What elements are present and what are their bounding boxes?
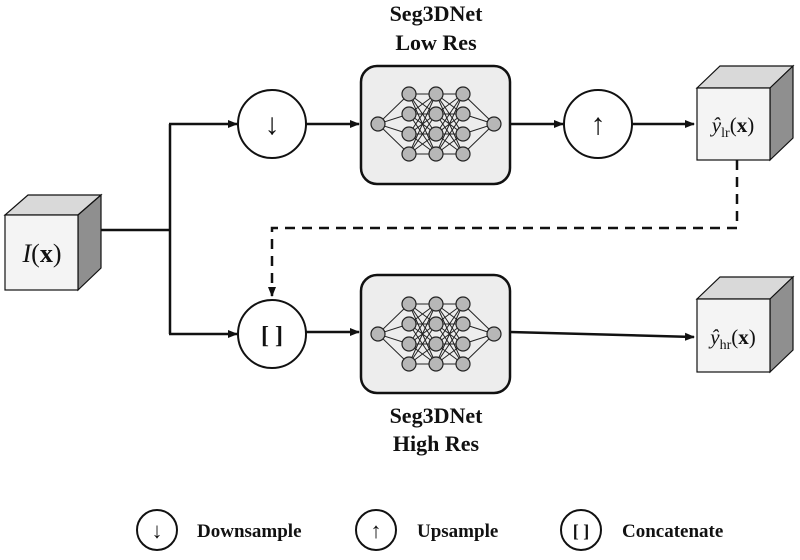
input-cube-front <box>4 214 79 291</box>
highres-net-node <box>455 336 471 352</box>
highres-net-node <box>455 356 471 372</box>
concatenate-node: [ ] <box>237 299 307 369</box>
highres-output-subscript: hr <box>720 338 732 353</box>
highres-output-label: ŷhr(x) <box>708 325 756 353</box>
highres-network-frame <box>359 273 512 395</box>
highres-net-node <box>455 296 471 312</box>
lowres-net-node <box>428 86 444 102</box>
downsample-node: ↓ <box>237 89 307 159</box>
lowres-output-cube: ŷlr(x) <box>695 64 795 162</box>
lowres-title-line2: Low Res <box>395 30 477 55</box>
highres-net-node <box>486 326 502 342</box>
highres-output-close-paren: ) <box>749 325 756 349</box>
highres-output-open-paren: ( <box>731 325 738 349</box>
highres-net-edge <box>435 303 464 365</box>
lowres-net-edge <box>435 93 464 135</box>
legend-upsample-circle <box>355 509 397 551</box>
downsample-arrow-icon: ↓ <box>265 108 280 141</box>
highres-net-node <box>428 356 444 372</box>
legend-concatenate-circle <box>560 509 602 551</box>
highres-net-edge <box>408 323 437 365</box>
highres-title-line2: High Res <box>393 431 480 456</box>
lowres-net-node <box>486 116 502 132</box>
lowres-cube-front <box>696 87 771 161</box>
lowres-net-node <box>428 106 444 122</box>
highres-net-node <box>401 296 417 312</box>
highres-output-cube: ŷhr(x) <box>695 275 795 374</box>
lowres-title-line1: Seg3DNet <box>390 1 484 26</box>
highres-net-node <box>428 336 444 352</box>
lowres-net-node <box>455 106 471 122</box>
lowres-neural-net-icon <box>370 86 502 162</box>
legend-downsample-label: Downsample <box>197 521 302 542</box>
lowres-output-open-paren: ( <box>730 113 737 137</box>
connectors <box>101 120 739 341</box>
downsample-circle <box>237 89 307 159</box>
highres-net-node <box>401 316 417 332</box>
skip-dashed-line <box>268 160 739 297</box>
highres-net-node <box>370 326 386 342</box>
highres-title-line1: Seg3DNet <box>390 403 484 428</box>
upsample-node: ↑ <box>563 89 633 159</box>
legend-concatenate: [ ] Concatenate <box>560 509 723 551</box>
lowres-net-node <box>401 106 417 122</box>
highres-net-node <box>401 356 417 372</box>
lowres-net-node <box>401 126 417 142</box>
upsample-arrow-icon: ↑ <box>591 108 606 141</box>
lowres-net-edge <box>408 113 437 155</box>
highres-network-block <box>359 273 512 395</box>
highres-net-edge <box>435 323 464 365</box>
lowres-network-block <box>359 64 512 186</box>
highres-net-node <box>455 316 471 332</box>
lowres-net-node <box>401 146 417 162</box>
legend-downsample-circle <box>136 509 178 551</box>
legend-concatenate-label: Concatenate <box>622 521 723 542</box>
highres-net-node <box>428 296 444 312</box>
lowres-net-node <box>370 116 386 132</box>
lowres-output-close-paren: ) <box>747 113 754 137</box>
legend-downsample-icon: ↓ <box>152 518 163 543</box>
highres-output-symbol: ŷ <box>708 325 720 349</box>
input-func: I <box>21 239 32 268</box>
legend-upsample-icon: ↑ <box>371 518 382 543</box>
lowres-network-frame <box>359 64 512 186</box>
upsample-circle <box>563 89 633 159</box>
highres-neural-net-icon <box>370 296 502 372</box>
concatenate-circle <box>237 299 307 369</box>
legend-downsample: ↓ Downsample <box>136 509 302 551</box>
lowres-net-edge <box>435 113 464 155</box>
legend-upsample: ↑ Upsample <box>355 509 498 551</box>
input-close-paren: ) <box>53 239 62 268</box>
highres-net-edge <box>408 303 437 345</box>
legend-upsample-label: Upsample <box>417 521 498 542</box>
lowres-net-node <box>455 146 471 162</box>
highres-output-arg: x <box>738 325 749 349</box>
concatenate-bracket-icon: [ ] <box>261 323 283 349</box>
lowres-output-subscript: lr <box>721 126 730 141</box>
arrow-to-highres-output <box>509 330 695 341</box>
highres-net-edge <box>408 303 437 365</box>
input-label: I(x) <box>21 239 61 268</box>
legend: ↓ Downsample ↑ Upsample [ ] Concatenate <box>136 509 723 551</box>
highres-net-node <box>401 336 417 352</box>
lowres-net-node <box>428 126 444 142</box>
input-open-paren: ( <box>31 239 40 268</box>
legend-concatenate-icon: [ ] <box>573 521 590 541</box>
lowres-net-node <box>401 86 417 102</box>
input-arg: x <box>40 239 53 268</box>
lowres-net-edge <box>408 93 437 155</box>
highres-net-edge <box>435 303 464 345</box>
lowres-output-arg: x <box>737 113 748 137</box>
lowres-output-symbol: ŷ <box>710 113 722 137</box>
lowres-net-node <box>455 126 471 142</box>
input-cube: I(x) <box>3 193 103 292</box>
lowres-net-edge <box>435 93 464 155</box>
lowres-output-label: ŷlr(x) <box>710 113 754 141</box>
highres-net-node <box>428 316 444 332</box>
lowres-net-node <box>428 146 444 162</box>
lowres-net-node <box>455 86 471 102</box>
lowres-net-edge <box>408 93 437 135</box>
highres-cube-front <box>696 298 771 373</box>
